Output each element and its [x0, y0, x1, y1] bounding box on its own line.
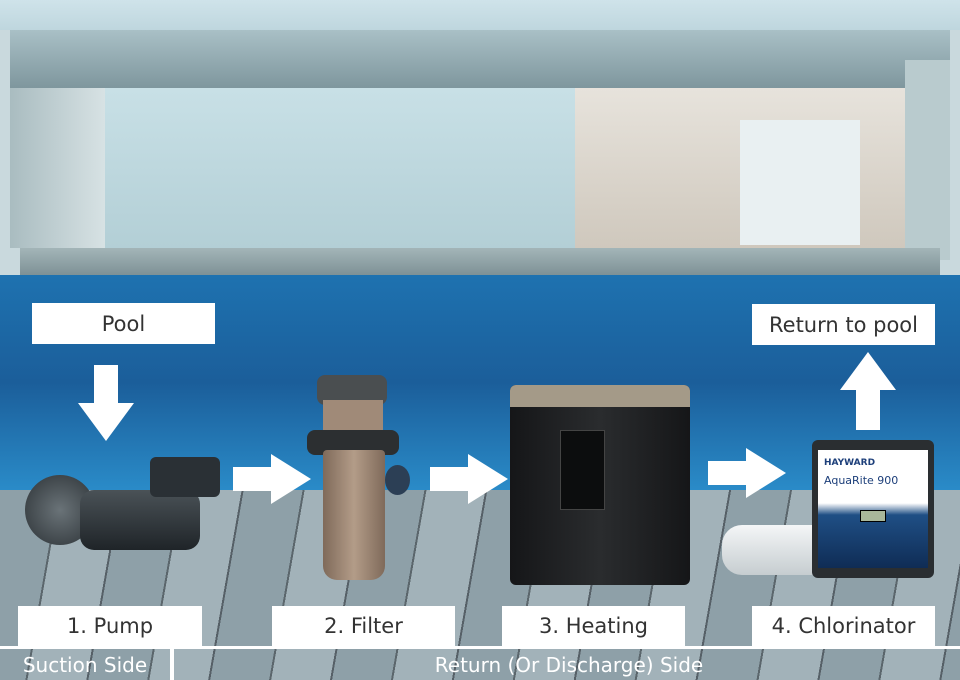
stage-filter-label: 2. Filter — [272, 606, 455, 646]
arrow-up-icon — [840, 352, 896, 430]
side-legend-bar: Suction Side Return (Or Discharge) Side — [0, 646, 960, 680]
model-lettering: AquaRite 900 — [824, 474, 899, 487]
stage-pump-label: 1. Pump — [18, 606, 202, 646]
return-side-label: Return (Or Discharge) Side — [434, 652, 704, 677]
return-to-pool-label: Return to pool — [752, 304, 935, 345]
pool-source-label: Pool — [32, 303, 215, 344]
heat-pump-image — [510, 385, 690, 585]
filter-image — [305, 375, 410, 585]
house-wall — [105, 88, 575, 248]
house-right-wall — [905, 60, 950, 260]
pool-ledge — [20, 248, 940, 275]
house-left-wall — [10, 88, 105, 248]
brand-lettering: HAYWARD — [824, 458, 876, 468]
arrow-down-icon — [78, 365, 134, 443]
stage-chlorinator-label: 4. Chlorinator — [752, 606, 935, 646]
suction-side-label: Suction Side — [0, 649, 174, 680]
chlorinator-control-image: HAYWARD AquaRite 900 — [812, 440, 934, 578]
arrow-right-icon — [233, 454, 311, 504]
stage-heating-label: 3. Heating — [502, 606, 685, 646]
arrow-right-icon — [708, 448, 786, 498]
arrow-right-icon — [430, 454, 508, 504]
house-roof — [10, 30, 950, 90]
pump-image — [25, 455, 220, 565]
house-window — [740, 120, 860, 245]
